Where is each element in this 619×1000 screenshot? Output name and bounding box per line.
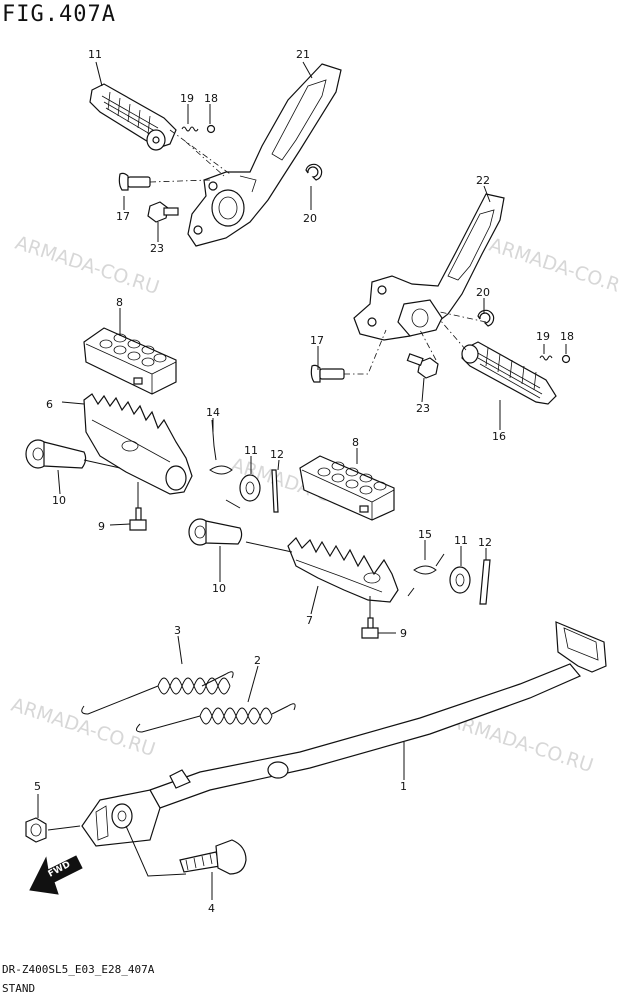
callout-10: 10 bbox=[212, 582, 226, 595]
guide-lines-top bbox=[149, 129, 231, 183]
torsion-spring-14 bbox=[407, 553, 445, 597]
callout-2: 2 bbox=[254, 654, 261, 667]
washer-11-upper bbox=[239, 474, 261, 502]
footpeg-7 bbox=[287, 537, 399, 603]
leader bbox=[125, 825, 187, 877]
callout-23: 23 bbox=[150, 242, 164, 255]
clip-20-right bbox=[477, 309, 495, 327]
side-stand-1 bbox=[81, 621, 607, 847]
callout-21: 21 bbox=[296, 48, 310, 61]
fwd-arrow-icon: FWD bbox=[29, 855, 83, 895]
washer-11-lower bbox=[449, 566, 471, 594]
callout-3: 3 bbox=[174, 624, 181, 637]
figure-name: STAND bbox=[2, 982, 36, 995]
callout-19: 19 bbox=[536, 330, 550, 343]
callout-12: 12 bbox=[478, 536, 492, 549]
leader bbox=[245, 541, 293, 553]
spring-19-top bbox=[181, 126, 199, 132]
pin-10-upper bbox=[25, 439, 87, 469]
callout-4: 4 bbox=[208, 902, 215, 915]
footrest-bracket-22 bbox=[353, 193, 505, 341]
callout-5: 5 bbox=[34, 780, 41, 793]
clip-20-top bbox=[305, 163, 323, 181]
callout-12: 12 bbox=[270, 448, 284, 461]
rubber-pad-8-lower bbox=[299, 455, 395, 521]
bolt-23-top bbox=[147, 201, 179, 223]
rubber-pad-8-upper bbox=[83, 327, 177, 395]
figure-code: DR-Z400SL5_E03_E28_407A bbox=[2, 963, 155, 976]
leader bbox=[83, 459, 121, 469]
callout-13: 14 bbox=[206, 406, 220, 419]
callout-20: 20 bbox=[476, 286, 490, 299]
callout-11: 11 bbox=[454, 534, 468, 547]
callout-18: 18 bbox=[204, 92, 218, 105]
pin-10-lower bbox=[188, 518, 243, 546]
watermark: ARMADA-CO.RU bbox=[486, 234, 619, 301]
callout-23: 23 bbox=[416, 402, 430, 415]
pin-17-right bbox=[310, 364, 345, 383]
watermark: ARMADA-CO.RU bbox=[12, 232, 161, 299]
guide-lines-right bbox=[344, 311, 487, 375]
callout-20: 20 bbox=[303, 212, 317, 225]
bolt-23-right bbox=[406, 353, 439, 379]
watermark: ARMADA-CO.RU bbox=[8, 694, 157, 761]
callout-8: 8 bbox=[352, 436, 359, 449]
callout-leaders bbox=[37, 61, 567, 900]
callout-22: 22 bbox=[476, 174, 490, 187]
spring-19-right bbox=[539, 355, 553, 361]
pivot-bolt-4 bbox=[179, 839, 247, 875]
callout-9: 9 bbox=[400, 627, 407, 640]
callout-14: 15 bbox=[418, 528, 432, 541]
callout-9: 9 bbox=[98, 520, 105, 533]
callout-1: 1 bbox=[400, 780, 407, 793]
figure-title: FIG.407A bbox=[2, 2, 116, 27]
ball-18-top bbox=[206, 124, 216, 134]
callout-11: 11 bbox=[244, 444, 258, 457]
footpeg-6 bbox=[83, 393, 193, 495]
callout-17: 17 bbox=[310, 334, 324, 347]
ball-18-right bbox=[561, 354, 571, 364]
footpeg-15 bbox=[89, 83, 177, 151]
spring-2 bbox=[136, 703, 296, 733]
footrest-bracket-21 bbox=[187, 63, 342, 247]
callout-15: 11 bbox=[88, 48, 102, 61]
cotter-pin-12-lower bbox=[479, 559, 491, 605]
callout-labels: 11 21 19 18 17 23 20 22 20 19 18 17 23 1… bbox=[34, 48, 574, 915]
bolt-9-lower bbox=[361, 617, 379, 639]
cotter-pin-12-upper bbox=[271, 469, 279, 513]
callout-19: 19 bbox=[180, 92, 194, 105]
footpeg-16 bbox=[461, 341, 557, 405]
callout-18: 18 bbox=[560, 330, 574, 343]
callout-7: 7 bbox=[306, 614, 313, 627]
callout-10: 10 bbox=[52, 494, 66, 507]
callout-16: 16 bbox=[492, 430, 506, 443]
spring-3 bbox=[81, 671, 234, 715]
callout-6: 6 bbox=[46, 398, 53, 411]
leader bbox=[47, 825, 81, 831]
callout-17: 17 bbox=[116, 210, 130, 223]
nut-5 bbox=[25, 817, 47, 843]
callout-8: 8 bbox=[116, 296, 123, 309]
bolt-9-upper bbox=[129, 507, 147, 531]
pin-17-top bbox=[118, 172, 151, 191]
